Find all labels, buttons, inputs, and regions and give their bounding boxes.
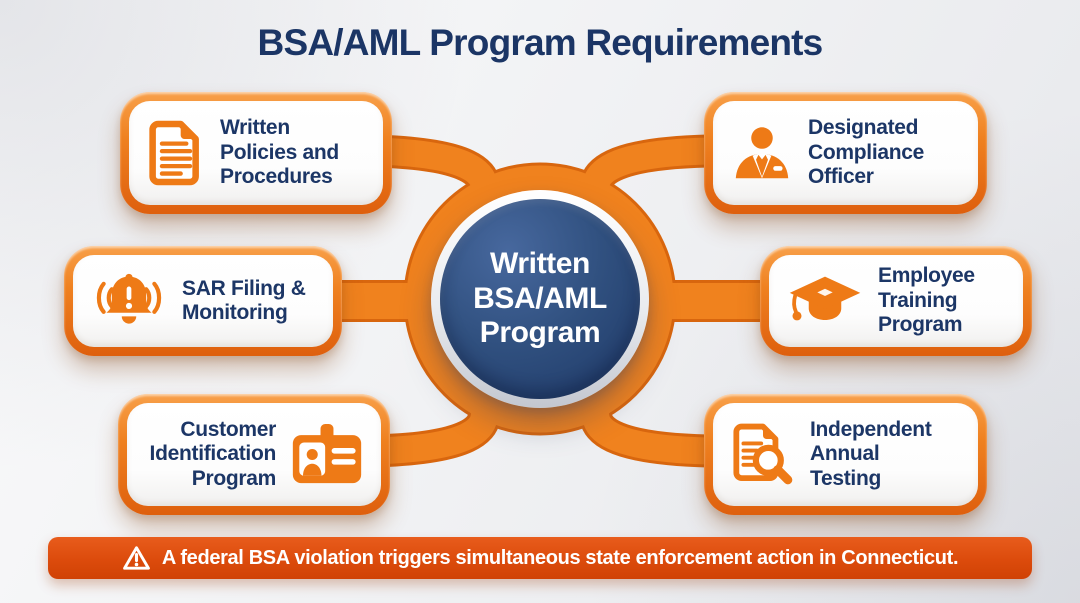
hub-written-bsa-aml-program: Written BSA/AML Program [440, 199, 640, 399]
label-line: Designated [808, 116, 919, 140]
label-line: Program [878, 313, 963, 337]
label-line: Testing [810, 466, 882, 490]
label-line: Monitoring [182, 301, 288, 324]
person-icon [735, 127, 789, 179]
label-line: Independent [810, 417, 932, 441]
hub-ring: Written BSA/AML Program [431, 190, 649, 408]
label-line: Annual [810, 442, 880, 466]
node-sar-filing: SAR Filing & Monitoring [64, 246, 342, 356]
id-card-icon [292, 424, 362, 484]
node-label: Written Policies and Procedures [220, 116, 339, 189]
label-line: Program [191, 466, 277, 490]
document-icon [149, 120, 199, 186]
hub-label-line: Written [490, 247, 590, 281]
node-written-policies: Written Policies and Procedures [120, 92, 392, 214]
label-line: SAR Filing & [182, 276, 306, 300]
hub-label-line: Program [479, 316, 601, 350]
label-line: Identification [149, 442, 277, 466]
label-line: Policies and [220, 140, 339, 164]
node-customer-identification: Customer Identification Program [118, 394, 390, 515]
node-employee-training: Employee Training Program [760, 246, 1032, 356]
label-line: Employee [878, 264, 975, 288]
label-line: Customer [180, 417, 276, 441]
warning-banner-text: A federal BSA violation triggers simulta… [161, 546, 959, 569]
alert-bell-icon [96, 273, 162, 324]
node-label: Designated Compliance Officer [808, 116, 924, 189]
label-line: Compliance [808, 140, 925, 164]
node-label: Customer Identification Program [145, 417, 277, 491]
page-title: BSA/AML Program Requirements [257, 22, 824, 63]
label-line: Procedures [220, 165, 333, 189]
graduation-cap-icon [789, 276, 861, 321]
node-independent-testing: Independent Annual Testing [704, 394, 987, 515]
label-line: Training [878, 288, 958, 312]
node-label: Employee Training Program [878, 264, 975, 337]
label-line: Officer [808, 165, 874, 189]
document-magnifier-icon [733, 423, 793, 484]
hub-label-line: BSA/AML [473, 281, 607, 315]
node-compliance-officer: Designated Compliance Officer [704, 92, 987, 214]
label-line: Written [220, 116, 290, 140]
warning-triangle-icon [122, 546, 150, 570]
warning-banner: A federal BSA violation triggers simulta… [48, 537, 1032, 579]
node-label: SAR Filing & Monitoring [182, 277, 306, 326]
node-label: Independent Annual Testing [810, 418, 932, 491]
